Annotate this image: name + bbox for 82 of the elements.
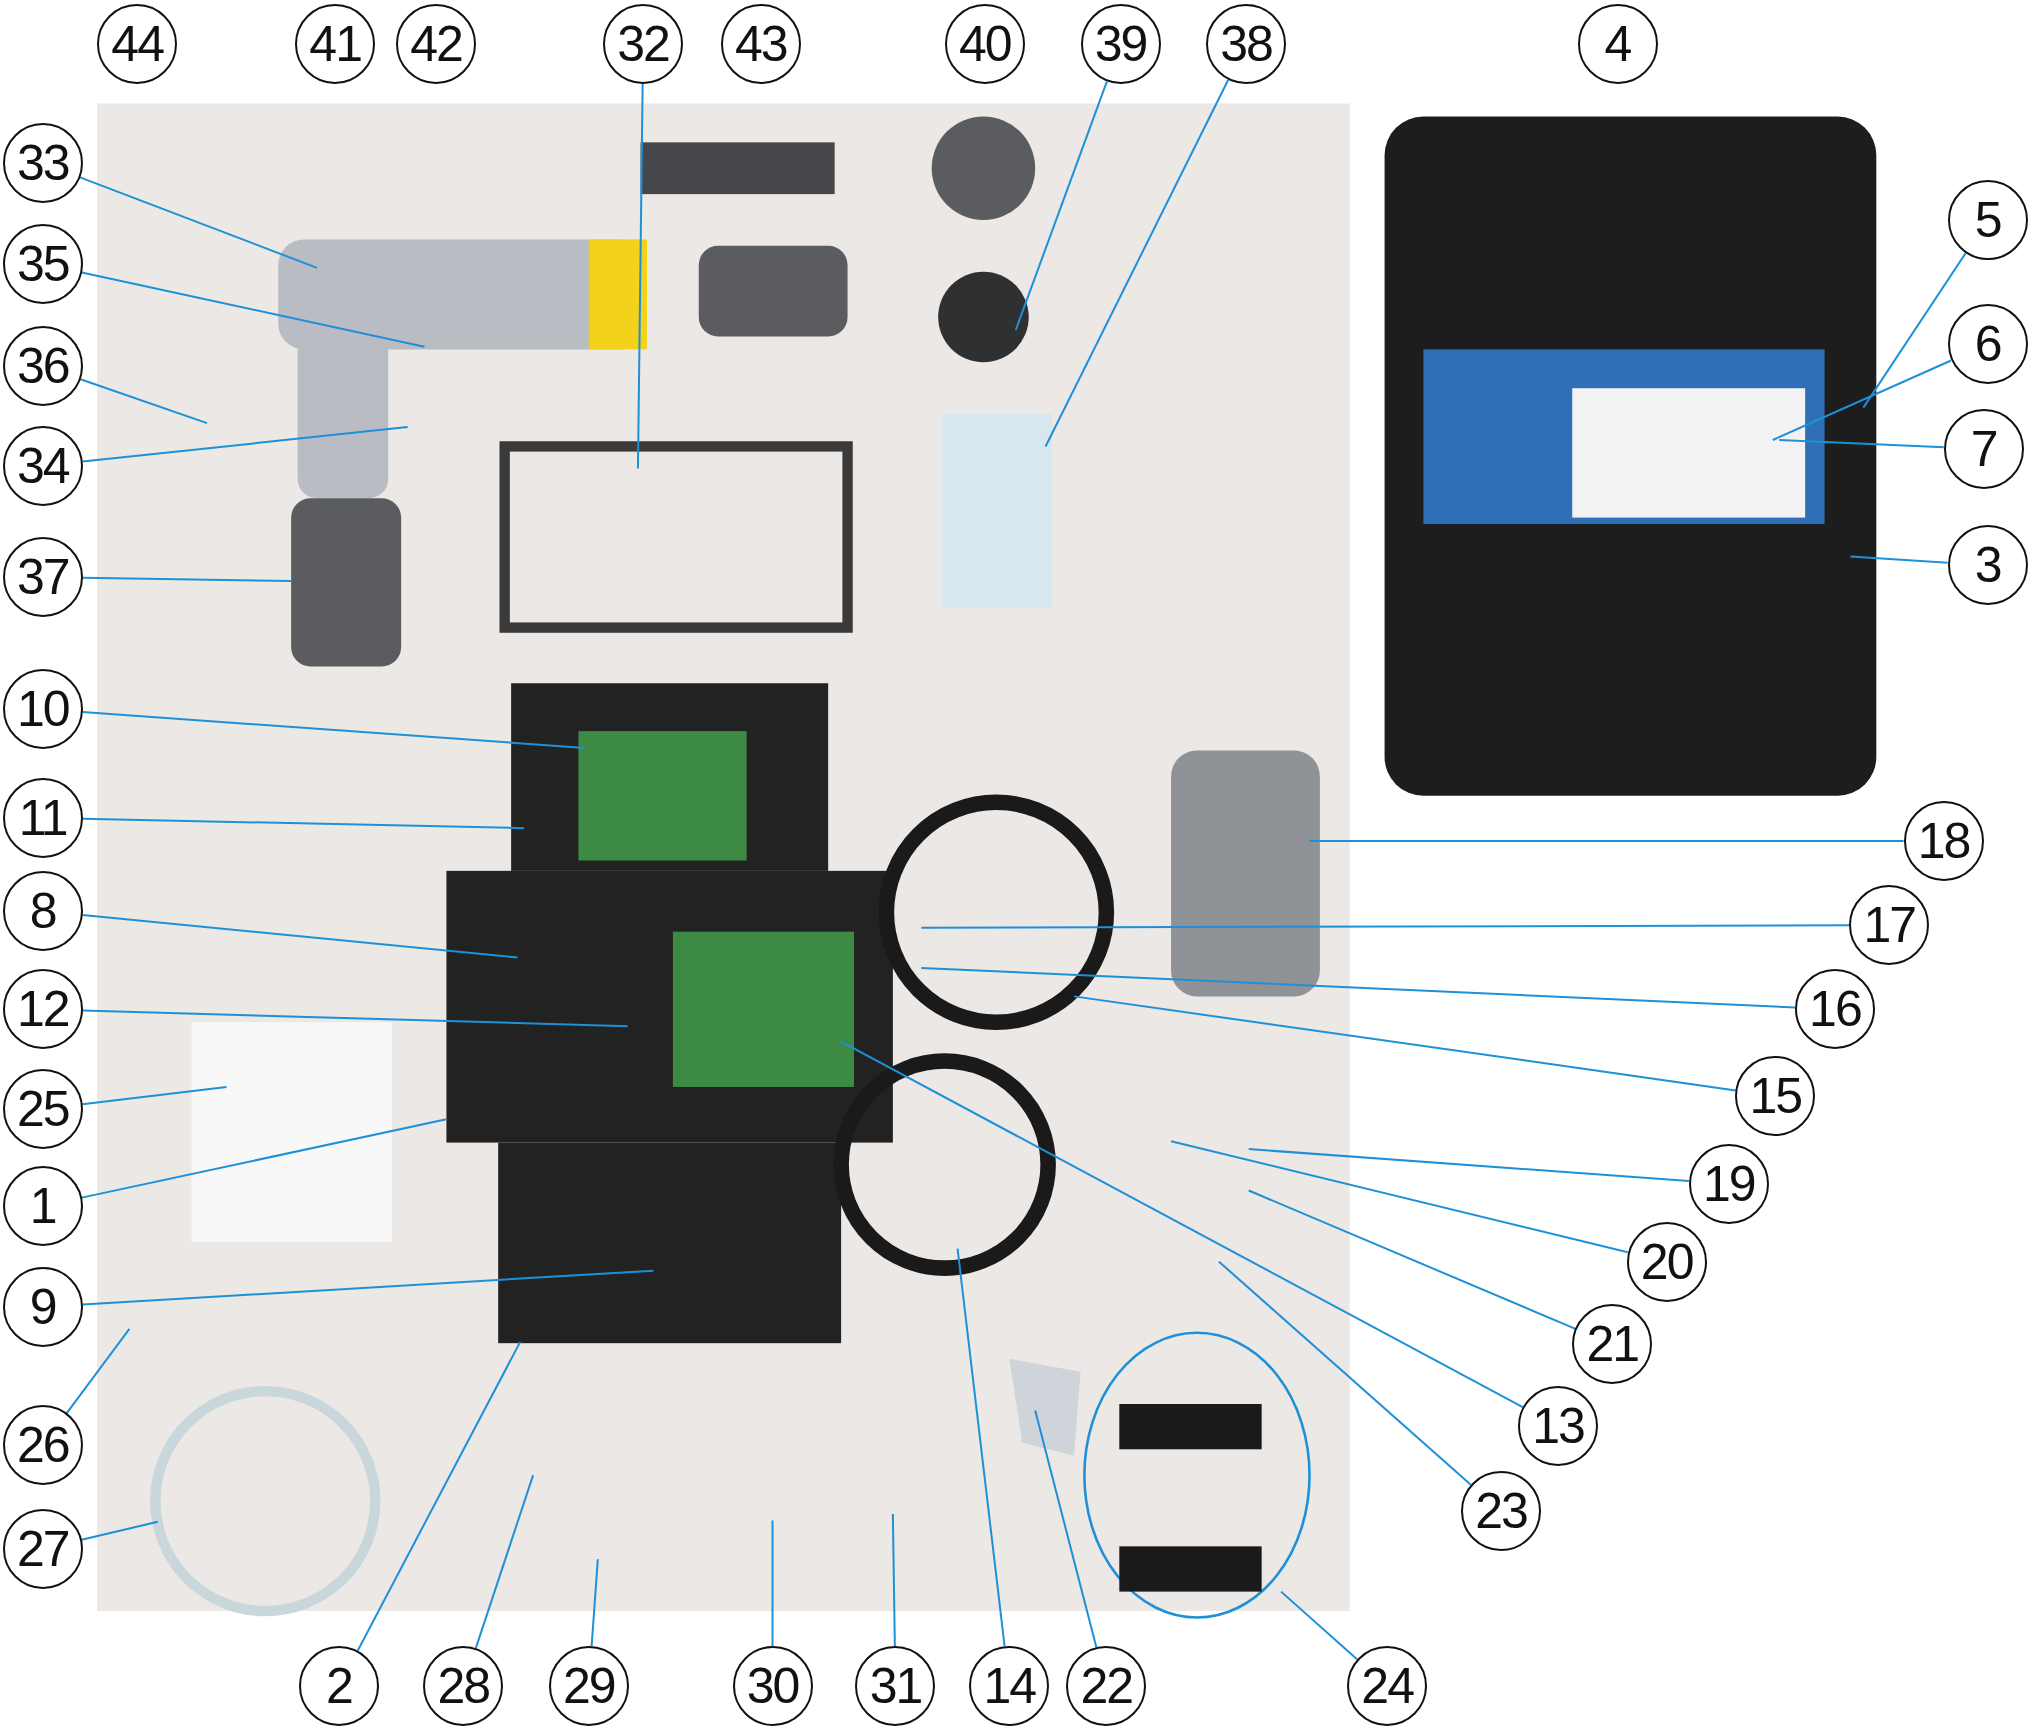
leader-line xyxy=(1217,1260,1473,1486)
callout-number: 18 xyxy=(1903,801,1984,882)
callout-number: 25 xyxy=(2,1068,83,1149)
callout-number: 27 xyxy=(2,1508,83,1589)
leader-line xyxy=(1308,840,1905,843)
leader-line xyxy=(81,817,526,830)
callout-number: 36 xyxy=(2,326,83,407)
callout-number: 16 xyxy=(1794,969,1875,1050)
callout-number: 26 xyxy=(2,1405,83,1486)
leader-line xyxy=(920,966,1796,1009)
callout-number: 30 xyxy=(732,1646,813,1727)
leader-line xyxy=(1280,1590,1359,1661)
callout-number: 44 xyxy=(97,4,178,84)
leader-line xyxy=(81,1009,629,1028)
callout-number: 7 xyxy=(1943,409,2024,489)
callout-number: 6 xyxy=(1947,304,2028,385)
leader-line xyxy=(636,83,644,470)
leader-line xyxy=(1014,80,1108,331)
callout-number: 37 xyxy=(2,537,83,618)
callout-number: 20 xyxy=(1626,1221,1707,1302)
leader-line xyxy=(81,1269,655,1306)
leader-line xyxy=(1247,1189,1577,1330)
callout-number: 42 xyxy=(396,4,477,84)
callout-number: 21 xyxy=(1572,1304,1653,1385)
callout-number: 40 xyxy=(944,4,1025,84)
callout-number: 15 xyxy=(1735,1056,1816,1136)
leader-line xyxy=(474,1474,535,1650)
leader-line xyxy=(840,1040,1524,1409)
callout-number: 34 xyxy=(2,425,83,506)
callout-number: 9 xyxy=(2,1266,83,1347)
leader-line xyxy=(1170,1140,1629,1254)
callout-number: 39 xyxy=(1080,4,1161,84)
leader-line xyxy=(1073,995,1737,1092)
leader-line xyxy=(956,1247,1006,1648)
leader-line xyxy=(1778,438,1945,449)
callout-number: 23 xyxy=(1461,1471,1542,1552)
leader-line xyxy=(81,576,293,582)
callout-number: 33 xyxy=(2,123,83,204)
callout-number: 38 xyxy=(1206,4,1287,84)
leader-line xyxy=(1247,1148,1690,1183)
leader-line xyxy=(1771,359,1953,441)
callout-number: 35 xyxy=(2,223,83,304)
leader-line xyxy=(590,1558,599,1648)
leader-line xyxy=(1849,555,1949,564)
callout-number: 32 xyxy=(603,4,684,84)
callout-number: 11 xyxy=(2,777,83,858)
callout-number: 2 xyxy=(299,1646,379,1727)
callout-number: 12 xyxy=(2,969,83,1050)
leader-line xyxy=(81,913,519,959)
callout-number: 24 xyxy=(1347,1646,1428,1727)
callout-number: 31 xyxy=(855,1646,936,1727)
leader-line xyxy=(79,176,319,269)
callout-number: 1 xyxy=(2,1166,83,1246)
leader-line xyxy=(356,1340,522,1652)
callout-number: 28 xyxy=(423,1646,504,1727)
callout-number: 3 xyxy=(1947,525,2028,606)
callout-number: 22 xyxy=(1066,1646,1147,1727)
leader-line xyxy=(79,378,209,425)
callout-number: 4 xyxy=(1577,4,1658,84)
leader-line xyxy=(81,710,586,749)
leader-line xyxy=(81,1085,228,1106)
leader-line xyxy=(920,924,1851,929)
leader-line xyxy=(80,271,426,348)
leader-line xyxy=(80,1118,448,1199)
callout-number: 5 xyxy=(1947,179,2028,260)
leader-line xyxy=(81,426,409,463)
callout-number: 8 xyxy=(2,870,83,951)
callout-number: 17 xyxy=(1849,885,1930,966)
callout-number: 29 xyxy=(548,1646,629,1727)
callout-number: 14 xyxy=(969,1646,1050,1727)
leader-line xyxy=(1862,252,1967,409)
callout-number: 43 xyxy=(720,4,801,84)
leader-line xyxy=(771,1519,774,1648)
callout-number: 41 xyxy=(295,4,376,84)
callout-number: 10 xyxy=(2,669,83,750)
callout-number: 13 xyxy=(1517,1386,1598,1466)
leader-line xyxy=(65,1327,131,1415)
leader-line xyxy=(80,1520,159,1541)
leader-line xyxy=(891,1513,896,1648)
leader-line xyxy=(1034,1409,1098,1649)
leader-line xyxy=(1044,78,1230,448)
callout-number: 19 xyxy=(1688,1144,1769,1224)
